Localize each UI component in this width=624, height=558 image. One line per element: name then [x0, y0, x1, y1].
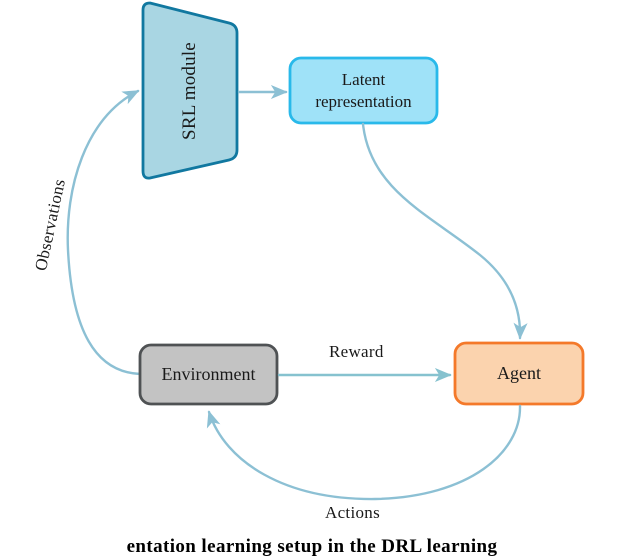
node-agent-shape — [453, 341, 585, 406]
node-latent-representation-shape — [288, 56, 439, 125]
edge-actions — [206, 404, 522, 501]
figure-caption: entation learning setup in the DRL learn… — [126, 536, 498, 557]
node-srl-module-shape — [141, 1, 239, 180]
edge-latent-to-agent — [361, 122, 528, 340]
node-environment-shape — [138, 343, 279, 406]
edge-observations — [66, 89, 142, 376]
